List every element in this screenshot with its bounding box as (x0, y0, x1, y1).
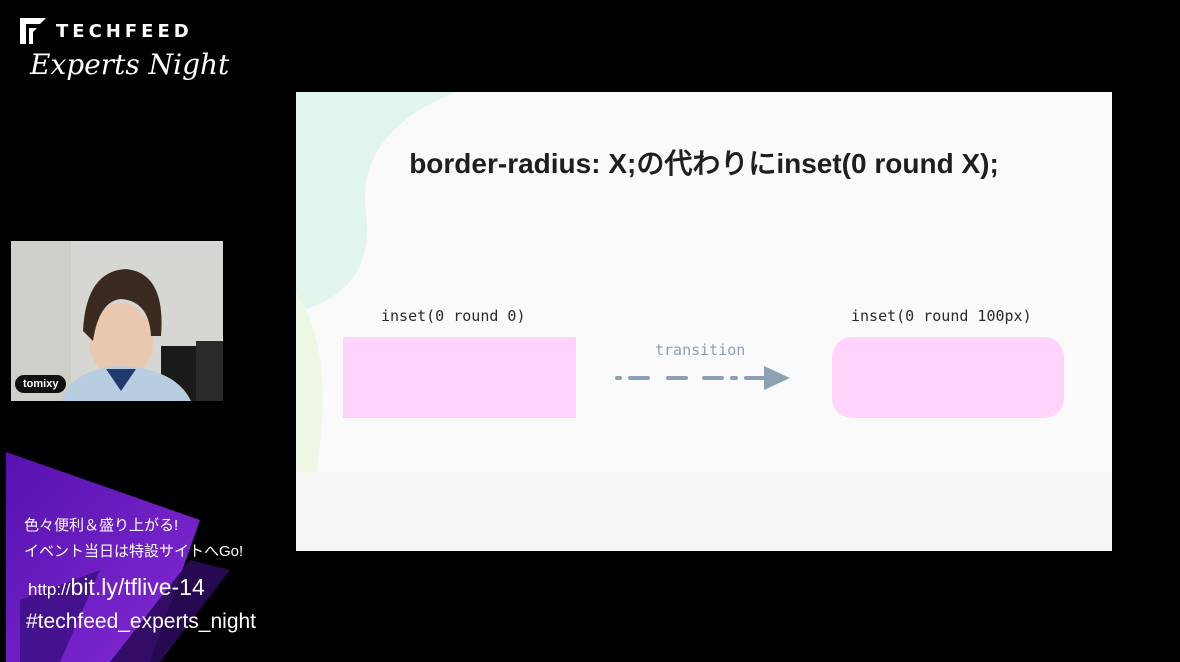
right-code-label: inset(0 round 100px) (851, 307, 1032, 325)
speaker-name-tag: tomixy (15, 375, 67, 393)
promo-text-line1: 色々便利＆盛り上がる! (24, 517, 179, 534)
slide-background-blobs (296, 92, 1112, 551)
decorative-purple-shapes (6, 452, 230, 662)
square-box (343, 337, 576, 418)
left-code-label: inset(0 round 0) (381, 307, 526, 325)
rounded-box (832, 337, 1064, 418)
brand-logo: TECHFEED Experts Night (18, 16, 229, 81)
techfeed-logo-icon (20, 18, 46, 44)
promo-url-prefix: http:// (28, 580, 71, 599)
speaker-video-frame (11, 241, 223, 401)
promo-url[interactable]: http://bit.ly/tflive-14 (28, 574, 205, 601)
promo-url-main: bit.ly/tflive-14 (70, 574, 205, 600)
speaker-webcam (11, 241, 223, 401)
transition-arrow-icon (615, 366, 790, 390)
transition-label: transition (655, 341, 746, 359)
brand-subtitle: Experts Night (30, 48, 230, 81)
presentation-slide: border-radius: X;の代わりにinset(0 round X); … (296, 92, 1112, 551)
brand-name: TECHFEED (56, 20, 193, 42)
slide-title: border-radius: X;の代わりにinset(0 round X); (409, 148, 999, 179)
promo-hashtag: #techfeed_experts_night (26, 610, 257, 633)
promo-text-line2: イベント当日は特設サイトへGo! (24, 543, 244, 560)
